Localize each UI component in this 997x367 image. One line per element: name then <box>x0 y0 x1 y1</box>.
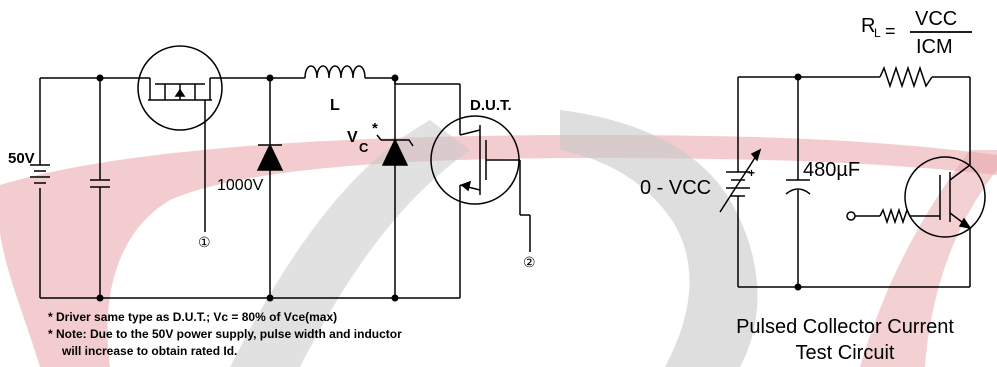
driver-mosfet-circle <box>137 45 223 131</box>
igbt-circle <box>904 156 986 238</box>
resistor-rl <box>879 65 933 89</box>
rl-label-main: R <box>861 15 875 37</box>
capacitor-left <box>90 179 110 188</box>
source-plus: + <box>748 166 755 180</box>
driver-mosfet-symbol <box>140 77 220 101</box>
inductor-label: L <box>330 97 340 114</box>
zener-diode-vc <box>376 134 414 166</box>
gate-resistor <box>879 207 911 225</box>
note-line-3: will increase to obtain rated Id. <box>61 344 237 358</box>
caption-line-2: Test Circuit <box>796 342 895 364</box>
inductor-coil <box>304 65 366 79</box>
left-circuit <box>30 45 531 299</box>
left-junctions <box>96 74 399 302</box>
right-junctions <box>794 73 802 291</box>
diode-1000v <box>256 143 284 171</box>
vc-label-main: V <box>347 129 358 146</box>
rl-numerator: VCC <box>915 8 957 30</box>
rl-label-sub: L <box>874 26 881 40</box>
watermark <box>0 110 997 367</box>
supply-label: 50V <box>8 150 35 167</box>
source-label: 0 - VCC <box>640 177 711 199</box>
rl-equals: = <box>885 21 896 41</box>
cap480-label: 480µF <box>803 159 860 181</box>
vc-label-sub: C <box>359 140 369 155</box>
igbt-symbol <box>915 164 972 235</box>
watermark-red-swoosh <box>0 135 997 367</box>
caption-line-1: Pulsed Collector Current <box>736 316 954 338</box>
dut-label: D.U.T. <box>470 97 512 114</box>
vc-label-sup: * <box>372 120 378 137</box>
variable-source <box>719 148 762 213</box>
node1-label: ① <box>198 234 211 250</box>
dut-transistor-symbol <box>395 83 520 298</box>
diode-label: 1000V <box>217 177 264 194</box>
capacitor-480uf <box>785 179 811 195</box>
note-line-2: * Note: Due to the 50V power supply, pul… <box>48 327 402 341</box>
node2-label: ② <box>523 254 536 270</box>
watermark-gray-swoosh <box>560 110 758 367</box>
watermark-red-swoosh-2 <box>860 150 997 367</box>
right-circuit <box>719 65 986 288</box>
rl-denominator: ICM <box>916 36 953 58</box>
gate-terminal <box>846 211 856 221</box>
battery-50v <box>30 164 50 184</box>
watermark-gray-swoosh-2 <box>230 120 470 367</box>
note-line-1: * Driver same type as D.U.T.; Vc = 80% o… <box>48 310 337 324</box>
